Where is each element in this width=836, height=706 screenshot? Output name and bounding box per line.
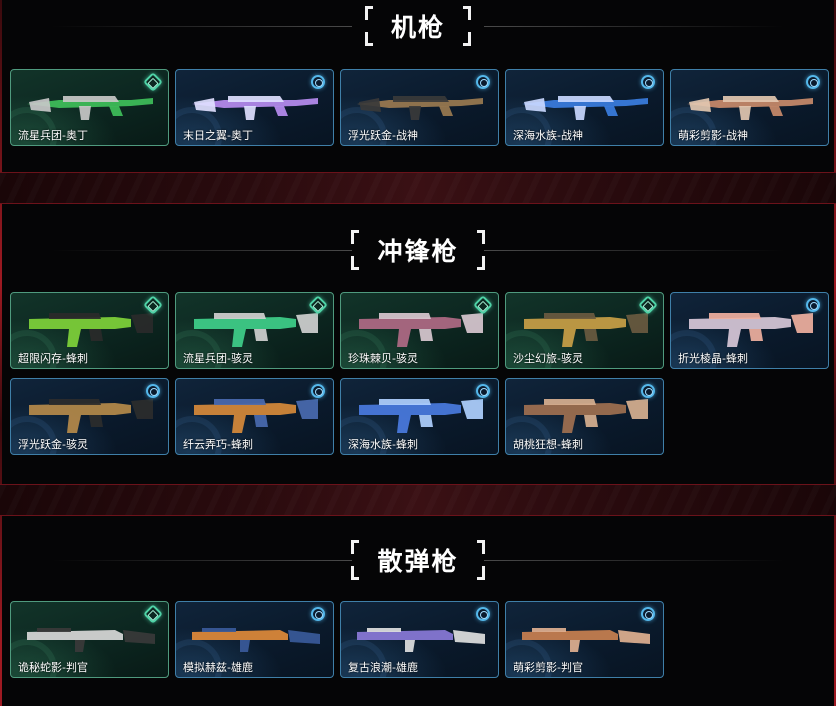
card-background-decoration: [506, 416, 552, 454]
weapon-skin-icon: [194, 399, 318, 433]
section-smgs: 冲锋枪 超限闪存-蜂刺 流星兵团-骇灵 珍珠棘贝-骇灵 沙尘幻旅-骇灵 折光棱晶-蜂刺浮…: [2, 204, 834, 484]
title-frame: 冲锋枪: [351, 230, 485, 270]
skin-card[interactable]: 浮光跃金-战神: [340, 69, 499, 146]
skin-card[interactable]: 萌彩剪影-战神: [670, 69, 829, 146]
skin-name: 萌彩剪影-战神: [678, 129, 748, 142]
card-background-decoration: [341, 330, 387, 368]
skin-card[interactable]: 末日之翼-奥丁: [175, 69, 334, 146]
skin-name: 流星兵团-奥丁: [18, 129, 88, 142]
section-machine-guns: 机枪 流星兵团-奥丁 末日之翼-奥丁 浮光跃金-战神 深海水族-战神 萌彩剪影-战神: [2, 0, 834, 172]
skin-card[interactable]: 深海水族-战神: [505, 69, 664, 146]
title-frame: 散弹枪: [351, 540, 485, 580]
skin-name: 折光棱晶-蜂刺: [678, 352, 748, 365]
section-title: 散弹枪: [377, 547, 459, 576]
divider-line: [484, 250, 784, 251]
skin-card[interactable]: 珍珠棘贝-骇灵: [340, 292, 499, 369]
weapon-skin-icon: [359, 399, 483, 433]
divider-line: [52, 560, 352, 561]
decorative-banner-2: [0, 484, 836, 516]
skin-name: 流星兵团-骇灵: [183, 352, 253, 365]
skin-card[interactable]: 浮光跃金-骇灵: [10, 378, 169, 455]
skin-card[interactable]: 萌彩剪影-判官: [505, 601, 664, 678]
rarity-icon: [806, 298, 820, 312]
skin-name: 浮光跃金-骇灵: [18, 438, 88, 451]
skin-name: 浮光跃金-战神: [348, 129, 418, 142]
skin-card[interactable]: 诡秘蛇影-判官: [10, 601, 169, 678]
divider-line: [52, 26, 352, 27]
card-background-decoration: [11, 639, 57, 677]
weapon-skin-icon: [192, 628, 320, 652]
skin-card[interactable]: 模拟赫兹-雄鹿: [175, 601, 334, 678]
card-background-decoration: [176, 639, 222, 677]
divider-line: [484, 26, 784, 27]
rarity-icon: [476, 607, 490, 621]
title-frame: 机枪: [364, 6, 471, 46]
card-background-decoration: [11, 330, 57, 368]
skin-name: 模拟赫兹-雄鹿: [183, 661, 253, 674]
skin-card[interactable]: 复古浪潮-雄鹿: [340, 601, 499, 678]
rarity-icon: [311, 75, 325, 89]
weapon-skin-icon: [29, 313, 153, 347]
skin-name: 诡秘蛇影-判官: [18, 661, 88, 674]
card-background-decoration: [11, 416, 57, 454]
skin-card[interactable]: 胡桃狂想-蜂刺: [505, 378, 664, 455]
rarity-icon: [146, 384, 160, 398]
weapon-skin-icon: [524, 399, 648, 433]
section-shotguns: 散弹枪 诡秘蛇影-判官 模拟赫兹-雄鹿 复古浪潮-雄鹿 萌彩剪影-判官: [2, 516, 834, 706]
weapon-skin-icon: [27, 96, 153, 120]
section-header: 机枪: [2, 4, 834, 48]
skin-name: 珍珠棘贝-骇灵: [348, 352, 418, 365]
card-background-decoration: [506, 330, 552, 368]
weapon-skin-icon: [194, 313, 318, 347]
rarity-icon: [806, 75, 820, 89]
rarity-icon: [641, 384, 655, 398]
weapon-skin-icon: [359, 313, 483, 347]
decorative-banner-1: [0, 172, 836, 204]
weapon-skin-icon: [357, 628, 485, 652]
card-background-decoration: [671, 330, 717, 368]
skin-card[interactable]: 超限闪存-蜂刺: [10, 292, 169, 369]
skin-name: 萌彩剪影-判官: [513, 661, 583, 674]
section-title: 冲锋枪: [377, 237, 459, 266]
section-header: 散弹枪: [2, 538, 834, 582]
rarity-icon: [476, 75, 490, 89]
weapon-skin-icon: [522, 96, 648, 120]
rarity-icon: [641, 607, 655, 621]
skin-name: 胡桃狂想-蜂刺: [513, 438, 583, 451]
skin-name: 沙尘幻旅-骇灵: [513, 352, 583, 365]
card-background-decoration: [341, 639, 387, 677]
skin-name: 末日之翼-奥丁: [183, 129, 253, 142]
section-header: 冲锋枪: [2, 228, 834, 272]
skin-name: 深海水族-蜂刺: [348, 438, 418, 451]
weapon-skin-icon: [192, 96, 318, 120]
skin-card[interactable]: 纤云弄巧-蜂刺: [175, 378, 334, 455]
weapon-skin-icon: [522, 628, 650, 652]
weapon-skin-icon: [27, 628, 155, 652]
weapon-skin-icon: [687, 96, 813, 120]
skin-card[interactable]: 流星兵团-骇灵: [175, 292, 334, 369]
skin-name: 超限闪存-蜂刺: [18, 352, 88, 365]
skin-card[interactable]: 流星兵团-奥丁: [10, 69, 169, 146]
card-background-decoration: [176, 416, 222, 454]
card-background-decoration: [506, 639, 552, 677]
section-title: 机枪: [390, 13, 445, 42]
divider-line: [52, 250, 352, 251]
weapon-skin-icon: [357, 96, 483, 120]
card-background-decoration: [176, 330, 222, 368]
divider-line: [484, 560, 784, 561]
skin-name: 纤云弄巧-蜂刺: [183, 438, 253, 451]
weapon-skin-icon: [689, 313, 813, 347]
rarity-icon: [641, 75, 655, 89]
rarity-icon: [311, 384, 325, 398]
weapon-skin-icon: [524, 313, 648, 347]
skin-card[interactable]: 沙尘幻旅-骇灵: [505, 292, 664, 369]
rarity-icon: [311, 607, 325, 621]
weapon-skin-icon: [29, 399, 153, 433]
skin-name: 复古浪潮-雄鹿: [348, 661, 418, 674]
skin-card[interactable]: 折光棱晶-蜂刺: [670, 292, 829, 369]
skin-card[interactable]: 深海水族-蜂刺: [340, 378, 499, 455]
rarity-icon: [476, 384, 490, 398]
card-background-decoration: [341, 416, 387, 454]
skin-name: 深海水族-战神: [513, 129, 583, 142]
